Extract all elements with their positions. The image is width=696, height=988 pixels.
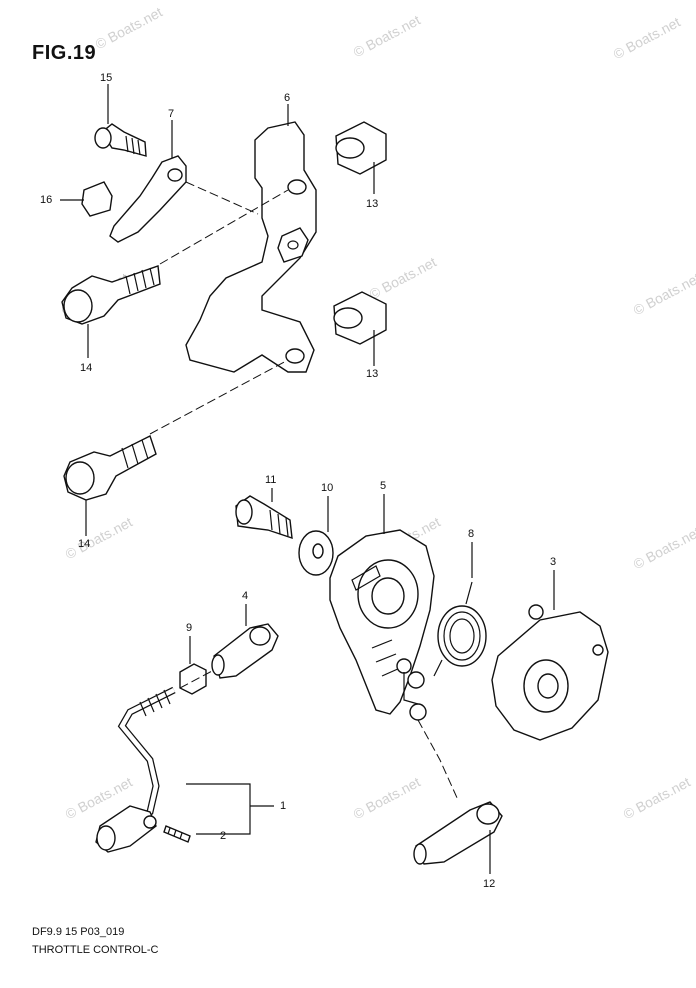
callout-13-upper: 13 [366,198,379,210]
callout-16: 16 [40,194,53,206]
bolt-part-14-upper [61,265,161,325]
rod-end-part-4 [211,623,279,679]
callout-2: 2 [220,830,227,842]
callout-9: 9 [186,622,193,634]
pulley-part-3 [491,604,609,741]
throttle-rod-part-1 [95,686,176,853]
callout-10: 10 [321,482,334,494]
callout-3: 3 [550,556,557,568]
leader-lines [60,84,555,874]
throttle-cam-part-5 [329,529,435,721]
nut-part-9 [179,663,207,695]
callout-5: 5 [380,480,387,492]
rod-end-part-12 [413,801,503,865]
assembly-lines [149,181,459,801]
spring-part-8 [433,581,487,677]
callout-12: 12 [483,878,496,890]
plate-part-7 [109,155,187,243]
figure-title: FIG.19 [32,42,97,64]
washer-part-10 [298,530,334,576]
bolt-part-14-lower [63,435,157,501]
callout-11: 11 [265,474,277,486]
callout-4: 4 [242,590,249,602]
callout-6: 6 [284,92,291,104]
collar-part-13-lower [333,291,387,345]
throttle-bracket-part-6 [185,121,317,373]
callout-8: 8 [468,528,475,540]
callout-13-lower: 13 [366,368,379,380]
callout-14-lower: 14 [78,538,91,550]
callout-15: 15 [100,72,113,84]
bolt-part-15 [94,123,147,157]
diagram-code: DF9.9 15 P03_019 [32,926,125,938]
callout-14-upper: 14 [80,362,93,374]
callout-1: 1 [280,800,287,812]
bolt-part-11 [235,495,293,540]
clip-part-16 [81,181,113,217]
diagram-title: THROTTLE CONTROL-C [32,944,159,956]
collar-part-13-upper [335,121,387,175]
callout-7: 7 [168,108,175,120]
pin-part-2 [163,825,191,843]
